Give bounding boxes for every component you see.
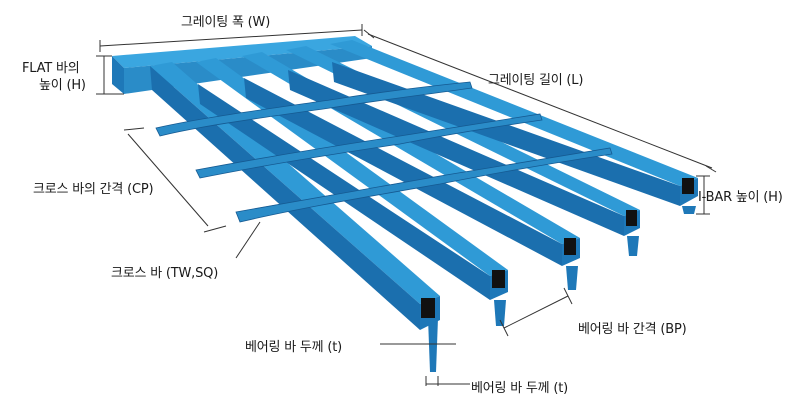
cross-bars bbox=[155, 81, 613, 223]
cross-bar-2 bbox=[195, 113, 543, 179]
bearing-bar-thickness-label-bottom: 베어링 바 두께 (t) bbox=[471, 381, 568, 396]
grating-width-label: 그레이팅 폭 (W) bbox=[181, 15, 271, 30]
cross-bar-3 bbox=[235, 147, 613, 223]
grating-length-label: 그레이팅 길이 (L) bbox=[488, 73, 584, 88]
flat-bar-height-label-line1: FLAT 바의 bbox=[22, 61, 80, 76]
cross-bar-pitch-label: 크로스 바의 간격 (CP) bbox=[33, 182, 154, 197]
i-bar-height-label: I-BAR 높이 (H) bbox=[698, 190, 783, 205]
dimension-lines bbox=[96, 24, 717, 386]
flat-bar-height-label-line2: 높이 (H) bbox=[39, 78, 86, 93]
cross-bar-type-label: 크로스 바 (TW,SQ) bbox=[111, 266, 219, 281]
bearing-bar-thickness-label-top: 베어링 바 두께 (t) bbox=[245, 340, 342, 355]
bearing-bar-pitch-label: 베어링 바 간격 (BP) bbox=[578, 322, 687, 337]
cross-bar-1 bbox=[155, 81, 473, 137]
